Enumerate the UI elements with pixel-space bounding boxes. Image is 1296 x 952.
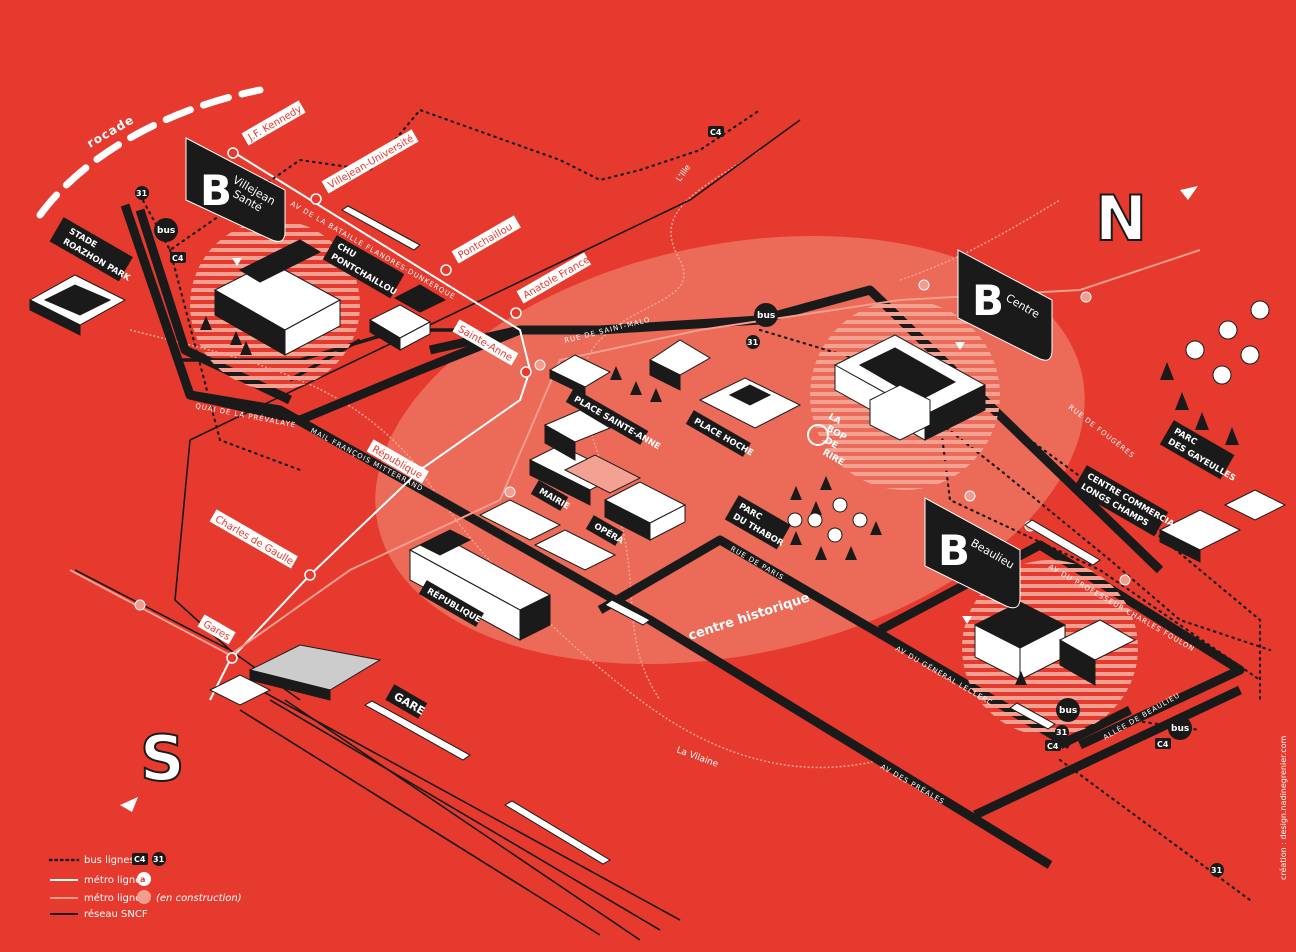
svg-text:C4: C4 <box>172 254 184 263</box>
river-vilaine-label: La Vilaine <box>675 745 720 769</box>
svg-text:C4: C4 <box>1157 740 1169 749</box>
legend: bus lignes C4 31 métro ligne a métro lig… <box>48 852 242 920</box>
chu-building <box>368 284 447 351</box>
campus-beaulieu: B Beaulieu <box>924 497 1021 624</box>
republique-building <box>408 529 552 641</box>
campus-villejean: B Villejean Santé <box>185 137 286 266</box>
bus-badges: bus bus bus bus <box>154 218 1192 740</box>
svg-text:C4: C4 <box>710 128 722 137</box>
n31-badge: 31 <box>1055 725 1069 739</box>
sncf-network <box>74 119 801 941</box>
rocade-road <box>36 86 264 219</box>
bus-badge: bus <box>1168 716 1192 740</box>
north-label: N <box>1095 182 1147 255</box>
legend-c4: C4 <box>134 855 146 864</box>
stade-building <box>28 274 127 336</box>
campus-beaulieu-letter: B <box>938 526 970 575</box>
legend-metro-a: métro ligne <box>84 874 141 886</box>
legend-metro-a-badge: a <box>140 875 145 884</box>
centre-building <box>833 334 987 441</box>
villejean-building <box>213 239 342 356</box>
c4-badge: C4 <box>1045 740 1061 751</box>
legend-metro-b-note: (en construction) <box>156 893 242 904</box>
svg-text:bus: bus <box>157 226 175 236</box>
svg-text:bus: bus <box>1059 706 1077 716</box>
river-ille-label: L'Ille <box>674 163 692 183</box>
legend-sncf: réseau SNCF <box>84 908 148 920</box>
north-arrow-icon <box>1180 186 1198 200</box>
place-sainte-anne-building <box>548 339 711 396</box>
line-badges: C4 C4 C4 C4 31 31 31 31 <box>135 126 1224 877</box>
campus-centre-letter: B <box>972 276 1004 325</box>
plaza-republique <box>478 454 642 571</box>
bus-badge: bus <box>154 218 178 242</box>
legend-bus: bus lignes <box>84 855 135 866</box>
c4-badge: C4 <box>1155 738 1171 749</box>
svg-text:bus: bus <box>757 311 775 321</box>
station-kennedy: J.F. Kennedy <box>246 104 304 144</box>
place-hoche-building <box>698 377 802 429</box>
c4-badge: C4 <box>708 126 724 137</box>
n31-badge: 31 <box>746 335 760 349</box>
n31-badge: 31 <box>135 186 149 200</box>
credit: création : design.nadinegrenier.com <box>1278 735 1288 880</box>
road-rocade: rocade <box>85 112 137 150</box>
road-preales: AV DES PRÉALES <box>879 762 947 806</box>
compass: N S <box>120 181 1198 812</box>
legend-metro-b: métro ligne <box>84 892 141 904</box>
legend-31: 31 <box>153 855 165 864</box>
svg-text:31: 31 <box>1211 866 1223 875</box>
trains <box>341 205 1101 865</box>
campus-centre: B Centre <box>955 249 1053 361</box>
opera-building <box>603 481 687 541</box>
ille-river <box>582 149 761 701</box>
campus-villejean-letter: B <box>200 166 232 215</box>
centre-commercial-building <box>1158 489 1287 563</box>
n31-badge: 31 <box>1210 863 1224 877</box>
bus-badge: bus <box>1056 698 1080 722</box>
svg-text:31: 31 <box>136 189 148 198</box>
trees <box>200 316 1239 685</box>
station-villejean: Villejean-Université <box>326 133 416 192</box>
svg-text:31: 31 <box>1056 728 1068 737</box>
c4-badge: C4 <box>170 252 186 263</box>
svg-text:bus: bus <box>1171 724 1189 734</box>
south-arrow-icon <box>120 797 138 812</box>
svg-text:C4: C4 <box>1047 742 1059 751</box>
buildings <box>28 239 1287 706</box>
svg-text:31: 31 <box>747 338 759 347</box>
gare-building <box>208 644 382 706</box>
legend-metro-b-badge: b <box>140 893 146 902</box>
station-charles: Charles de Gaulle <box>213 514 295 568</box>
south-label: S <box>140 722 185 795</box>
white-trees <box>787 300 1270 543</box>
station-pontchaillou: Pontchaillou <box>457 222 515 262</box>
beaulieu-building <box>973 601 1137 686</box>
bus-badge: bus <box>754 303 778 327</box>
